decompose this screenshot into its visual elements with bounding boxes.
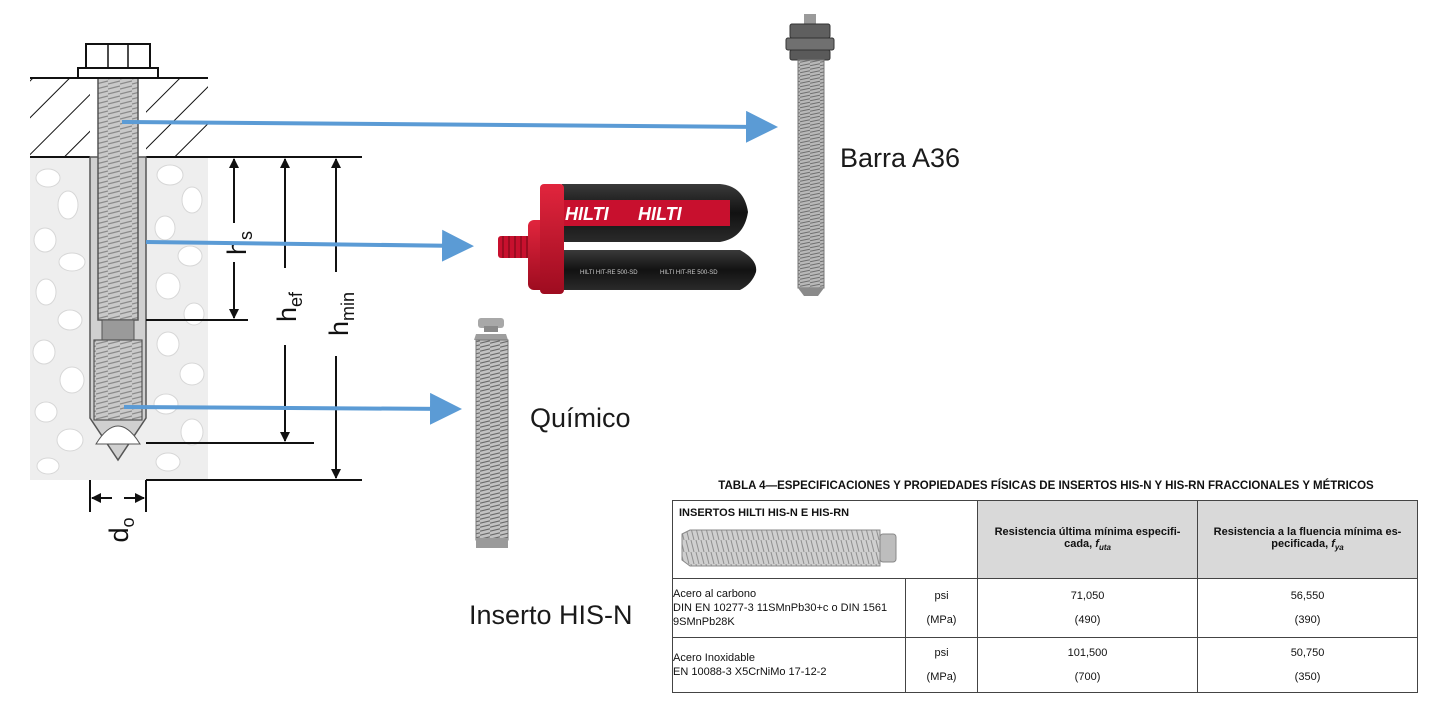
unit-cell: psi(MPa) [904,637,979,693]
label-hef: hef [272,291,306,322]
svg-text:hef: hef [272,291,306,322]
dimension-lines [89,156,362,512]
arrow-to-insert [123,392,462,425]
table-row: Acero al carbono DIN EN 10277-3 11SMnPb3… [672,578,1419,638]
svg-text:hmin: hmin [324,292,358,336]
label-hmin: hmin [324,292,358,336]
label-do: do [104,517,138,542]
fu-cell: 101,500(700) [977,637,1199,693]
material-cell: Acero Inoxidable EN 10088-3 X5CrNiMo 17-… [672,637,906,693]
rod-label: Barra A36 [840,143,961,173]
unit-cell: psi(MPa) [904,578,979,638]
fu-cell: 71,050(490) [977,578,1199,638]
svg-text:do: do [104,517,138,542]
table-header-row: INSERTOS HILTI HIS-N E HIS-RN Resistenci… [671,500,1419,579]
adhesive-cartridge-image: HILTI HILTI HILTI HIT-RE 500-SD HILTI HI… [498,184,757,294]
col-yield-strength: Resistencia a la fluencia mínima es-peci… [1197,500,1419,579]
washer [77,67,159,79]
his-n-insert-image [474,318,509,548]
product-header-cell: INSERTOS HILTI HIS-N E HIS-RN [671,500,979,579]
material-cell: Acero al carbono DIN EN 10277-3 11SMnPb3… [672,578,906,638]
aggregate-pattern [32,164,205,475]
col-ultimate-strength: Resistencia última mínima especifi-cada,… [977,500,1199,579]
hex-nut [85,43,151,69]
fy-cell: 50,750(350) [1197,637,1419,693]
cartridge-brand-2: HILTI [638,204,683,224]
cartridge-print-1: HILTI HIT-RE 500-SD [580,270,638,276]
insert-label: Inserto HIS-N [469,600,633,630]
cartridge-brand-1: HILTI [565,204,610,224]
arrow-to-chemical [145,229,474,262]
chemical-label: Químico [530,403,631,433]
arrow-to-rod [121,110,778,143]
spec-table: INSERTOS HILTI HIS-N E HIS-RN Resistenci… [671,500,1419,693]
callout-arrows [121,110,778,425]
table-title: TABLA 4—ESPECIFICACIONES Y PROPIEDADES F… [718,480,1374,492]
anchor-rod-drawing [77,43,159,462]
product-header: INSERTOS HILTI HIS-N E HIS-RN [679,507,850,519]
table-row: Acero Inoxidable EN 10088-3 X5CrNiMo 17-… [672,637,1419,693]
fy-cell: 56,550(390) [1197,578,1419,638]
cartridge-print-2: HILTI HIT-RE 500-SD [660,270,718,276]
threaded-rod-image [785,14,835,296]
